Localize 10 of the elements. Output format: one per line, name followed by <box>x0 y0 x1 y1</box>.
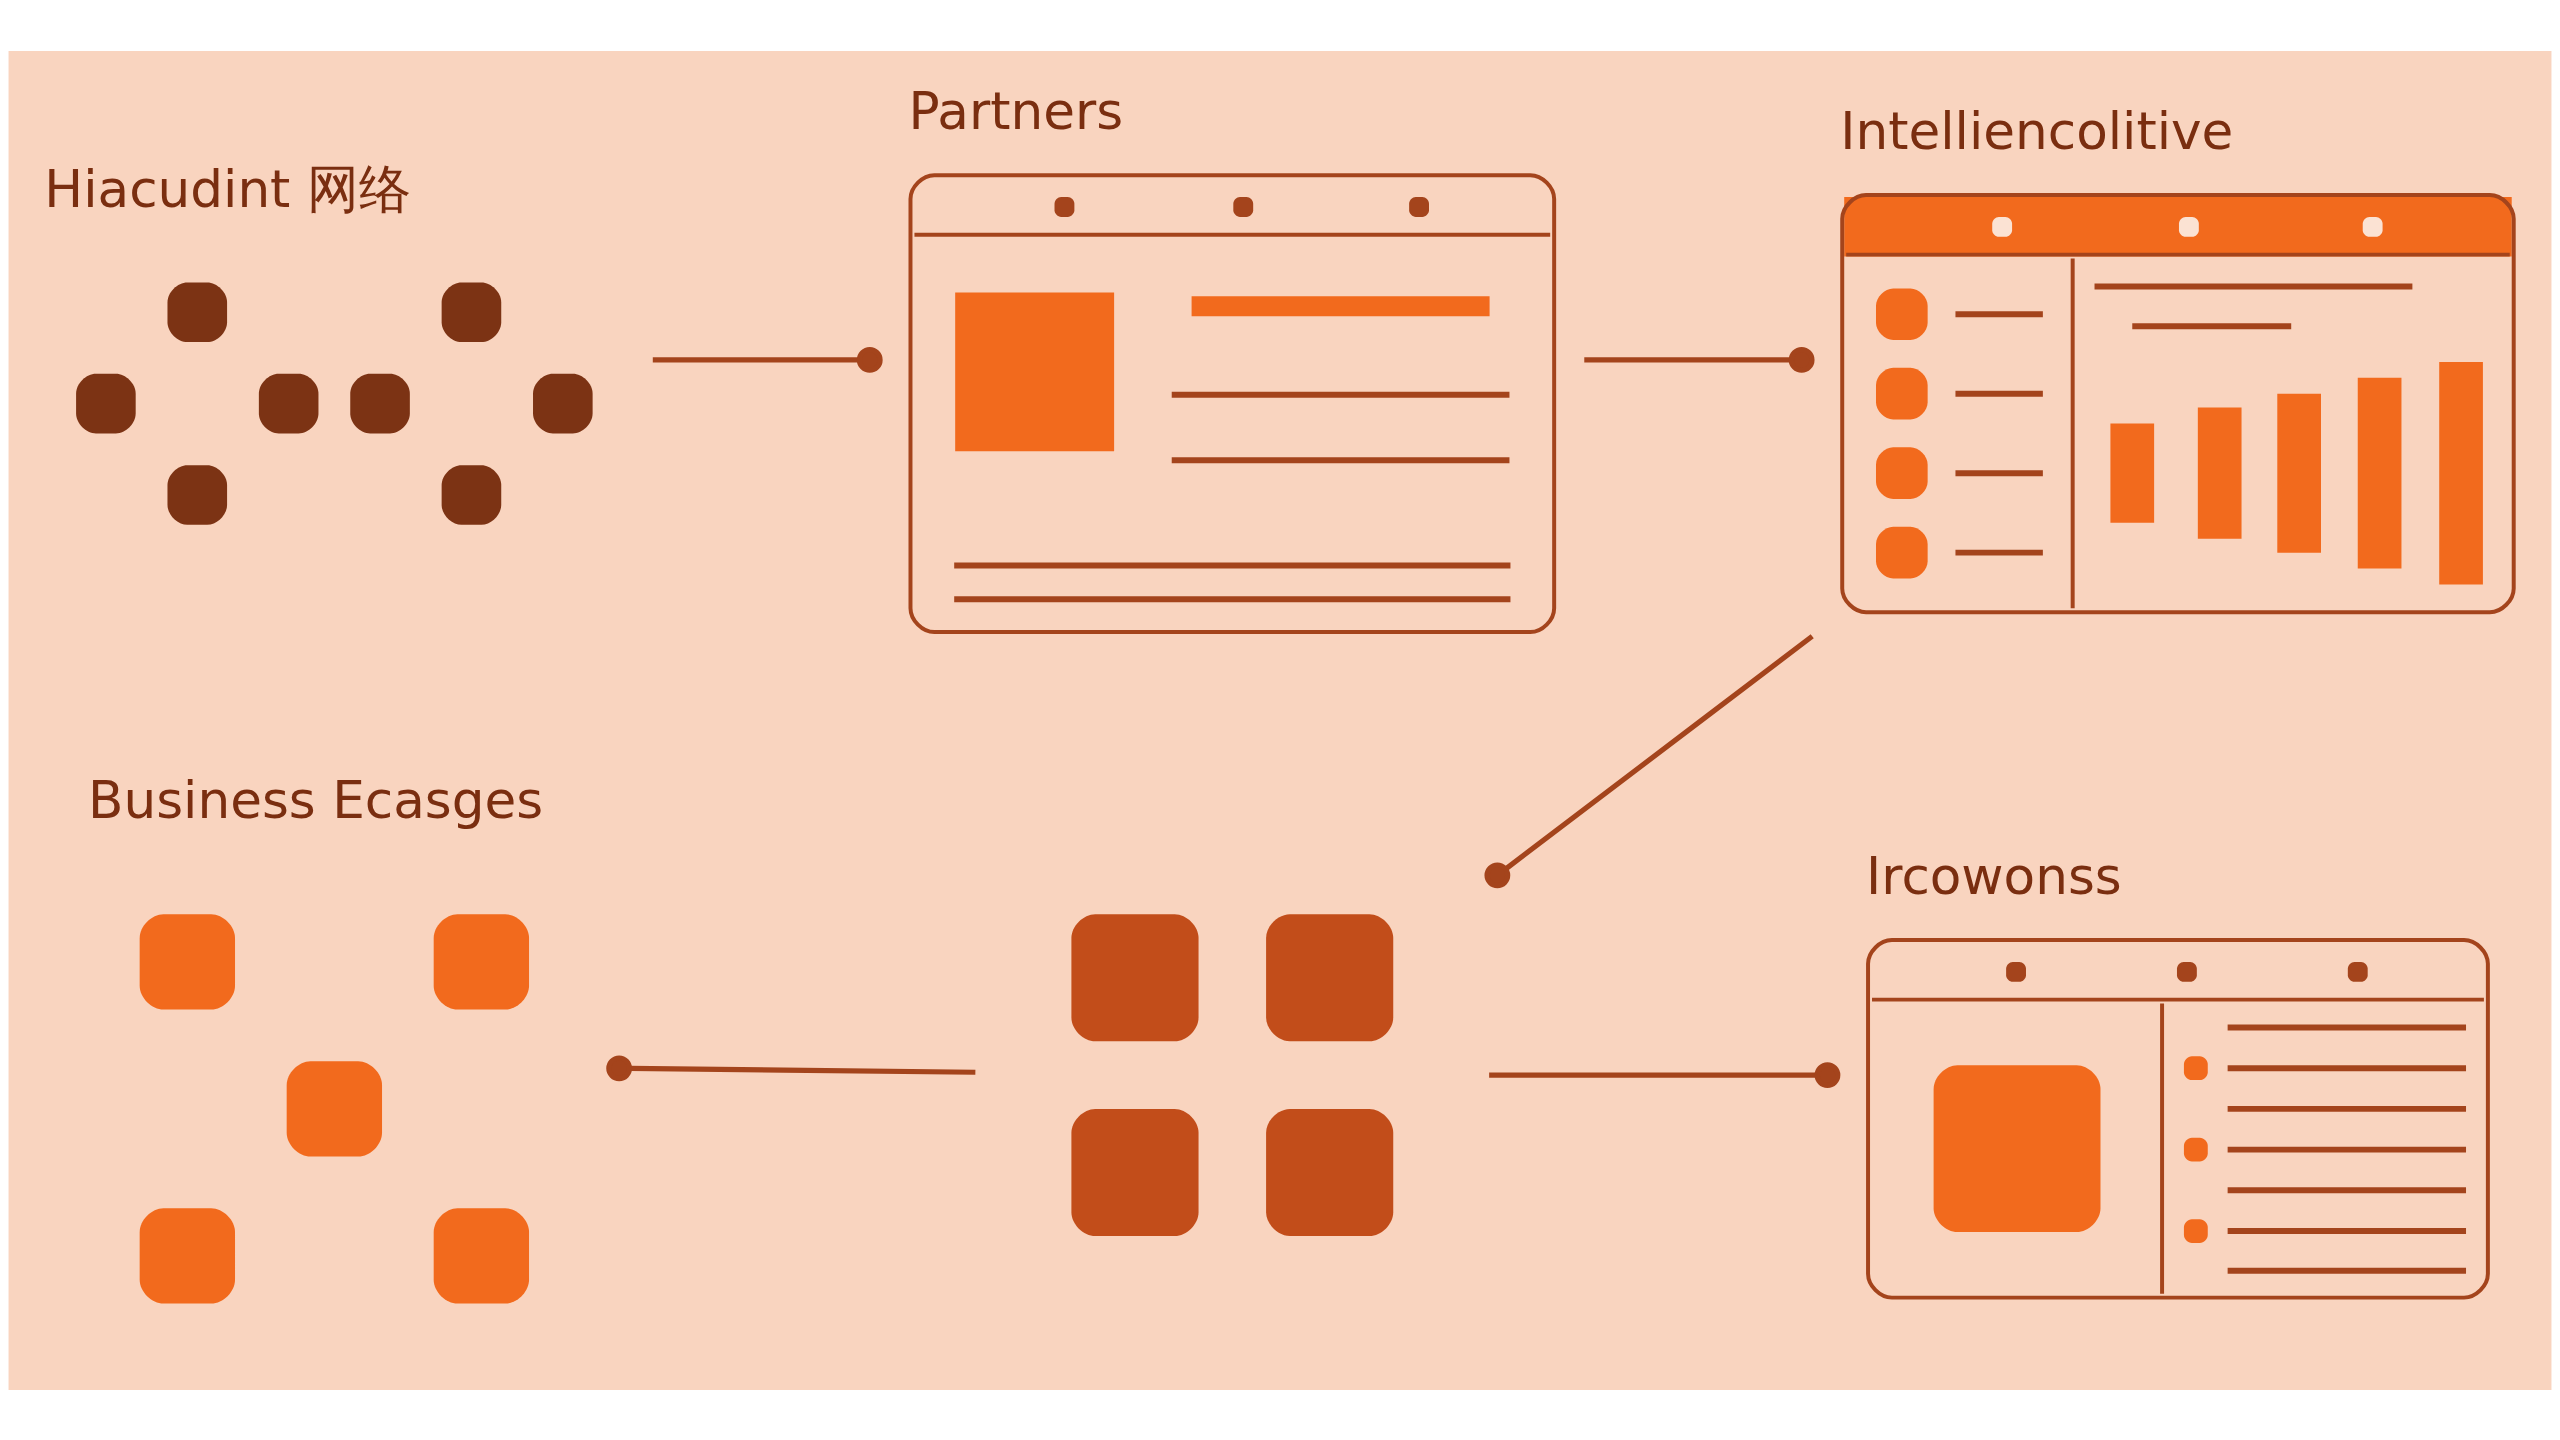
node-label: Partners <box>908 80 1124 141</box>
connector <box>606 1054 976 1081</box>
connector <box>1584 346 1815 373</box>
connector <box>652 346 883 373</box>
node-label: Intelliencolitive <box>1840 100 2234 161</box>
connector <box>1489 1061 1841 1088</box>
node-label: Ircowonss <box>1866 845 2122 906</box>
node-label: Business Ecasges <box>88 769 544 830</box>
node-label: Hiacudint 网络 <box>44 158 411 219</box>
connector <box>1484 633 1814 888</box>
